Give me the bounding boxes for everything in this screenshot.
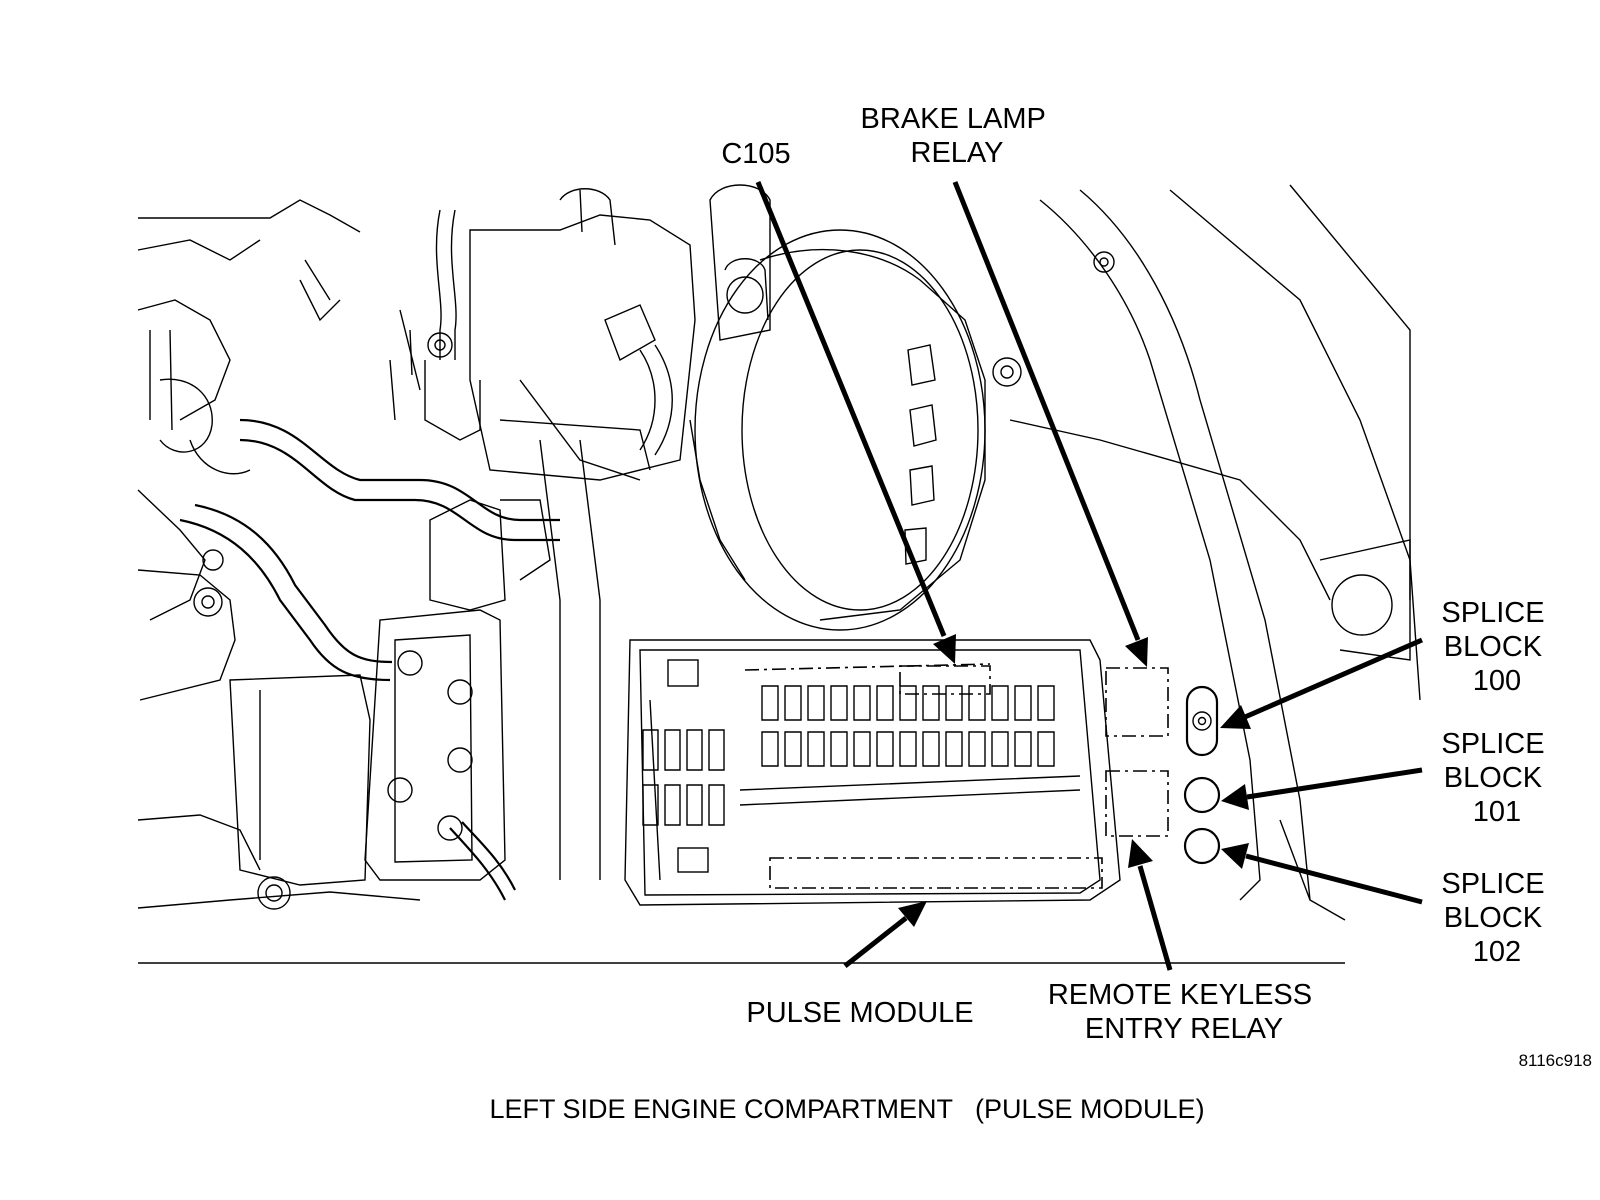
leader-remote-keyless-entry-relay [1128,839,1173,971]
label-pulse-module: PULSE MODULE [746,997,973,1029]
leader-brake-lamp-relay [952,181,1148,667]
splice-block-102 [1183,827,1221,865]
splice-block-101 [1183,776,1221,814]
leader-splice-block-102 [1221,843,1423,905]
fuse-row-middle [642,729,1055,771]
leader-pulse-module [843,901,927,968]
figure-caption: LEFT SIDE ENGINE COMPARTMENT (PULSE MODU… [489,1094,1204,1124]
leader-splice-block-101 [1221,767,1423,810]
label-splice-block-100: SPLICE BLOCK 100 [1441,597,1552,697]
label-remote-keyless-entry-relay: REMOTE KEYLESS ENTRY RELAY [1048,979,1320,1045]
c105-connector-outline [899,665,991,695]
fuse-row-lower [642,775,1081,826]
label-c105: C105 [721,138,790,170]
label-splice-block-102: SPLICE BLOCK 102 [1441,868,1552,968]
engine-compartment-illustration [137,184,1421,964]
fuse-row-upper [761,685,1055,721]
brake-lamp-relay-outline [1105,667,1169,737]
pulse-module-outline [769,857,1103,889]
leader-splice-block-100 [1220,637,1423,729]
remote-keyless-entry-relay-outline [1105,770,1169,837]
label-splice-block-101: SPLICE BLOCK 101 [1441,728,1552,828]
splice-block-100-fastener [1192,711,1212,731]
figure-reference: 8116c918 [1519,1051,1592,1070]
leader-c105 [755,181,956,664]
label-brake-lamp-relay: BRAKE LAMP RELAY [861,103,1054,169]
splice-block-100 [1185,685,1219,757]
